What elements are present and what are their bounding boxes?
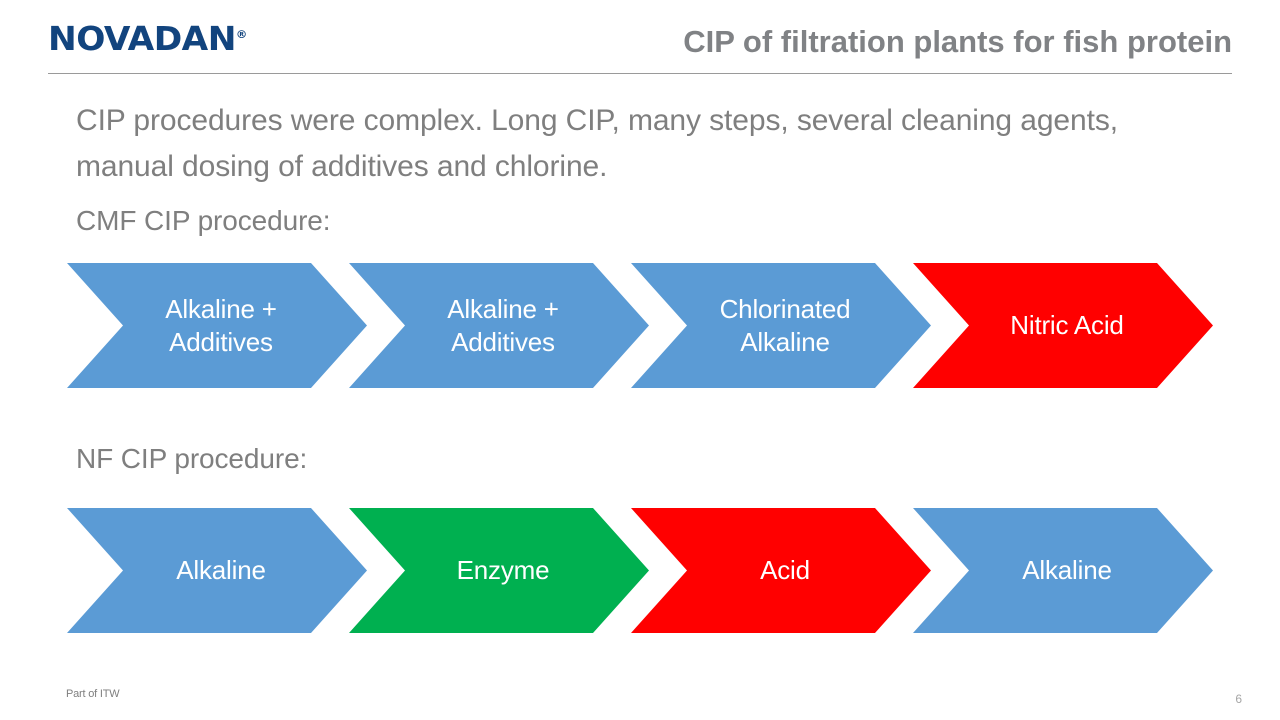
body-paragraph: CIP procedures were complex. Long CIP, m…	[76, 104, 1118, 183]
process-row-cmf: Alkaline +Additives Alkaline +Additives Ch…	[67, 263, 1213, 388]
process-step-chevron[interactable]: Alkaline +Additives	[67, 263, 367, 388]
process-step-label: Enzyme	[456, 555, 550, 586]
process-step-chevron[interactable]: Acid	[631, 508, 931, 633]
logo-wordmark: NOVADAN	[48, 19, 236, 58]
process-step-chevron[interactable]: Alkaline	[67, 508, 367, 633]
process-step-label: Acid	[760, 555, 810, 586]
page-number: 6	[1235, 692, 1242, 706]
process-step-label: Nitric Acid	[1010, 310, 1124, 341]
process-step-chevron[interactable]: Enzyme	[349, 508, 649, 633]
section-label-cmf: CMF CIP procedure:	[76, 205, 331, 236]
registered-trademark-icon: ®	[235, 28, 248, 41]
process-step-chevron[interactable]: Alkaline	[913, 508, 1213, 633]
process-step-label: Alkaline	[1022, 555, 1112, 586]
section-label-nf: NF CIP procedure:	[76, 443, 308, 474]
footer-note: Part of ITW	[66, 688, 120, 700]
novadan-logo: NOVADAN®	[48, 22, 247, 55]
title-divider	[48, 73, 1232, 74]
process-step-chevron[interactable]: Nitric Acid	[913, 263, 1213, 388]
process-step-chevron[interactable]: Alkaline +Additives	[349, 263, 649, 388]
page-title: CIP of filtration plants for fish protei…	[683, 24, 1232, 59]
process-step-label: Alkaline +Additives	[165, 294, 277, 357]
process-row-nf: Alkaline Enzyme Acid Alkaline	[67, 508, 1213, 633]
process-step-label: Alkaline	[176, 555, 266, 586]
process-step-label: Alkaline +Additives	[447, 294, 559, 357]
